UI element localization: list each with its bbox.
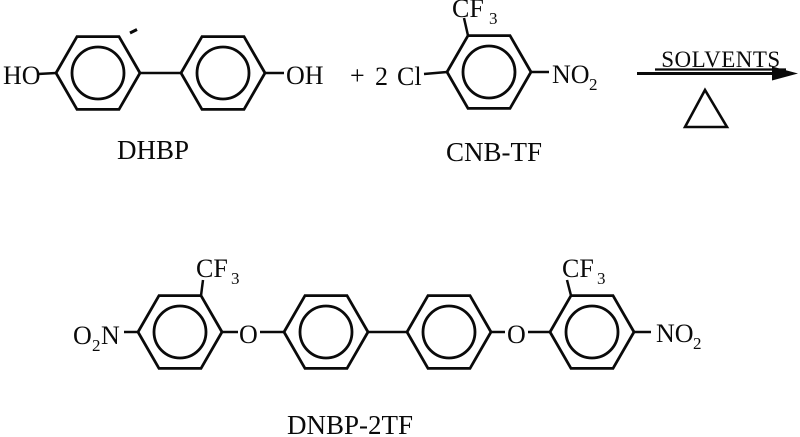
cf3-bond bbox=[565, 279, 573, 296]
benzene-ring-circle bbox=[70, 45, 126, 101]
cnbtf-caption: CNB-TF bbox=[446, 137, 542, 167]
dhbp-structure: HO OH DHBP bbox=[3, 28, 324, 165]
cf3-label: CF bbox=[562, 254, 594, 283]
no2-subscript: 2 bbox=[693, 334, 702, 353]
benzene-ring-circle bbox=[421, 304, 477, 360]
ether-o-label: O bbox=[239, 320, 258, 349]
o2n-subscript: 2 bbox=[92, 336, 101, 355]
o2n-label-o: O bbox=[73, 321, 92, 350]
coefficient: 2 bbox=[375, 62, 388, 91]
dhbp-caption: DHBP bbox=[117, 135, 189, 165]
o2n-label-n: N bbox=[101, 321, 120, 350]
cnbtf-structure: Cl CF 3 NO 2 CNB-TF bbox=[397, 0, 598, 167]
ether-o-label: O bbox=[507, 320, 526, 349]
benzene-ring-circle bbox=[195, 45, 251, 101]
benzene-ring-circle bbox=[298, 304, 354, 360]
solvents-label: SOLVENTS bbox=[661, 47, 780, 72]
no2-label: NO bbox=[552, 60, 590, 89]
cf3-subscript: 3 bbox=[597, 269, 606, 288]
no2-label: NO bbox=[656, 319, 694, 348]
dnbp2tf-caption: DNBP-2TF bbox=[287, 410, 413, 437]
benzene-ring-circle bbox=[564, 304, 620, 360]
dnbp2tf-structure: O 2 N CF 3 O O CF 3 NO 2 DNBP-2TF bbox=[73, 254, 702, 437]
cf3-subscript: 3 bbox=[231, 269, 240, 288]
benzene-ring-circle bbox=[461, 44, 517, 100]
benzene-ring-circle bbox=[152, 304, 208, 360]
no2-subscript: 2 bbox=[589, 75, 598, 94]
cf3-label: CF bbox=[196, 254, 228, 283]
ho-label: HO bbox=[3, 61, 41, 90]
heat-triangle-icon bbox=[682, 87, 730, 129]
oh-label: OH bbox=[286, 61, 324, 90]
arrow-head bbox=[772, 66, 798, 81]
ho-bond bbox=[37, 71, 57, 76]
reaction-arrow: SOLVENTS bbox=[637, 47, 798, 129]
cf3-bond bbox=[199, 279, 205, 296]
cl-bond bbox=[423, 70, 448, 76]
cl-label: Cl bbox=[397, 62, 422, 91]
cf3-subscript: 3 bbox=[489, 9, 498, 28]
cf3-bond bbox=[462, 17, 470, 36]
cf3-label: CF bbox=[452, 0, 484, 23]
ink-speck bbox=[129, 28, 138, 35]
plus-sign: + bbox=[350, 61, 365, 90]
